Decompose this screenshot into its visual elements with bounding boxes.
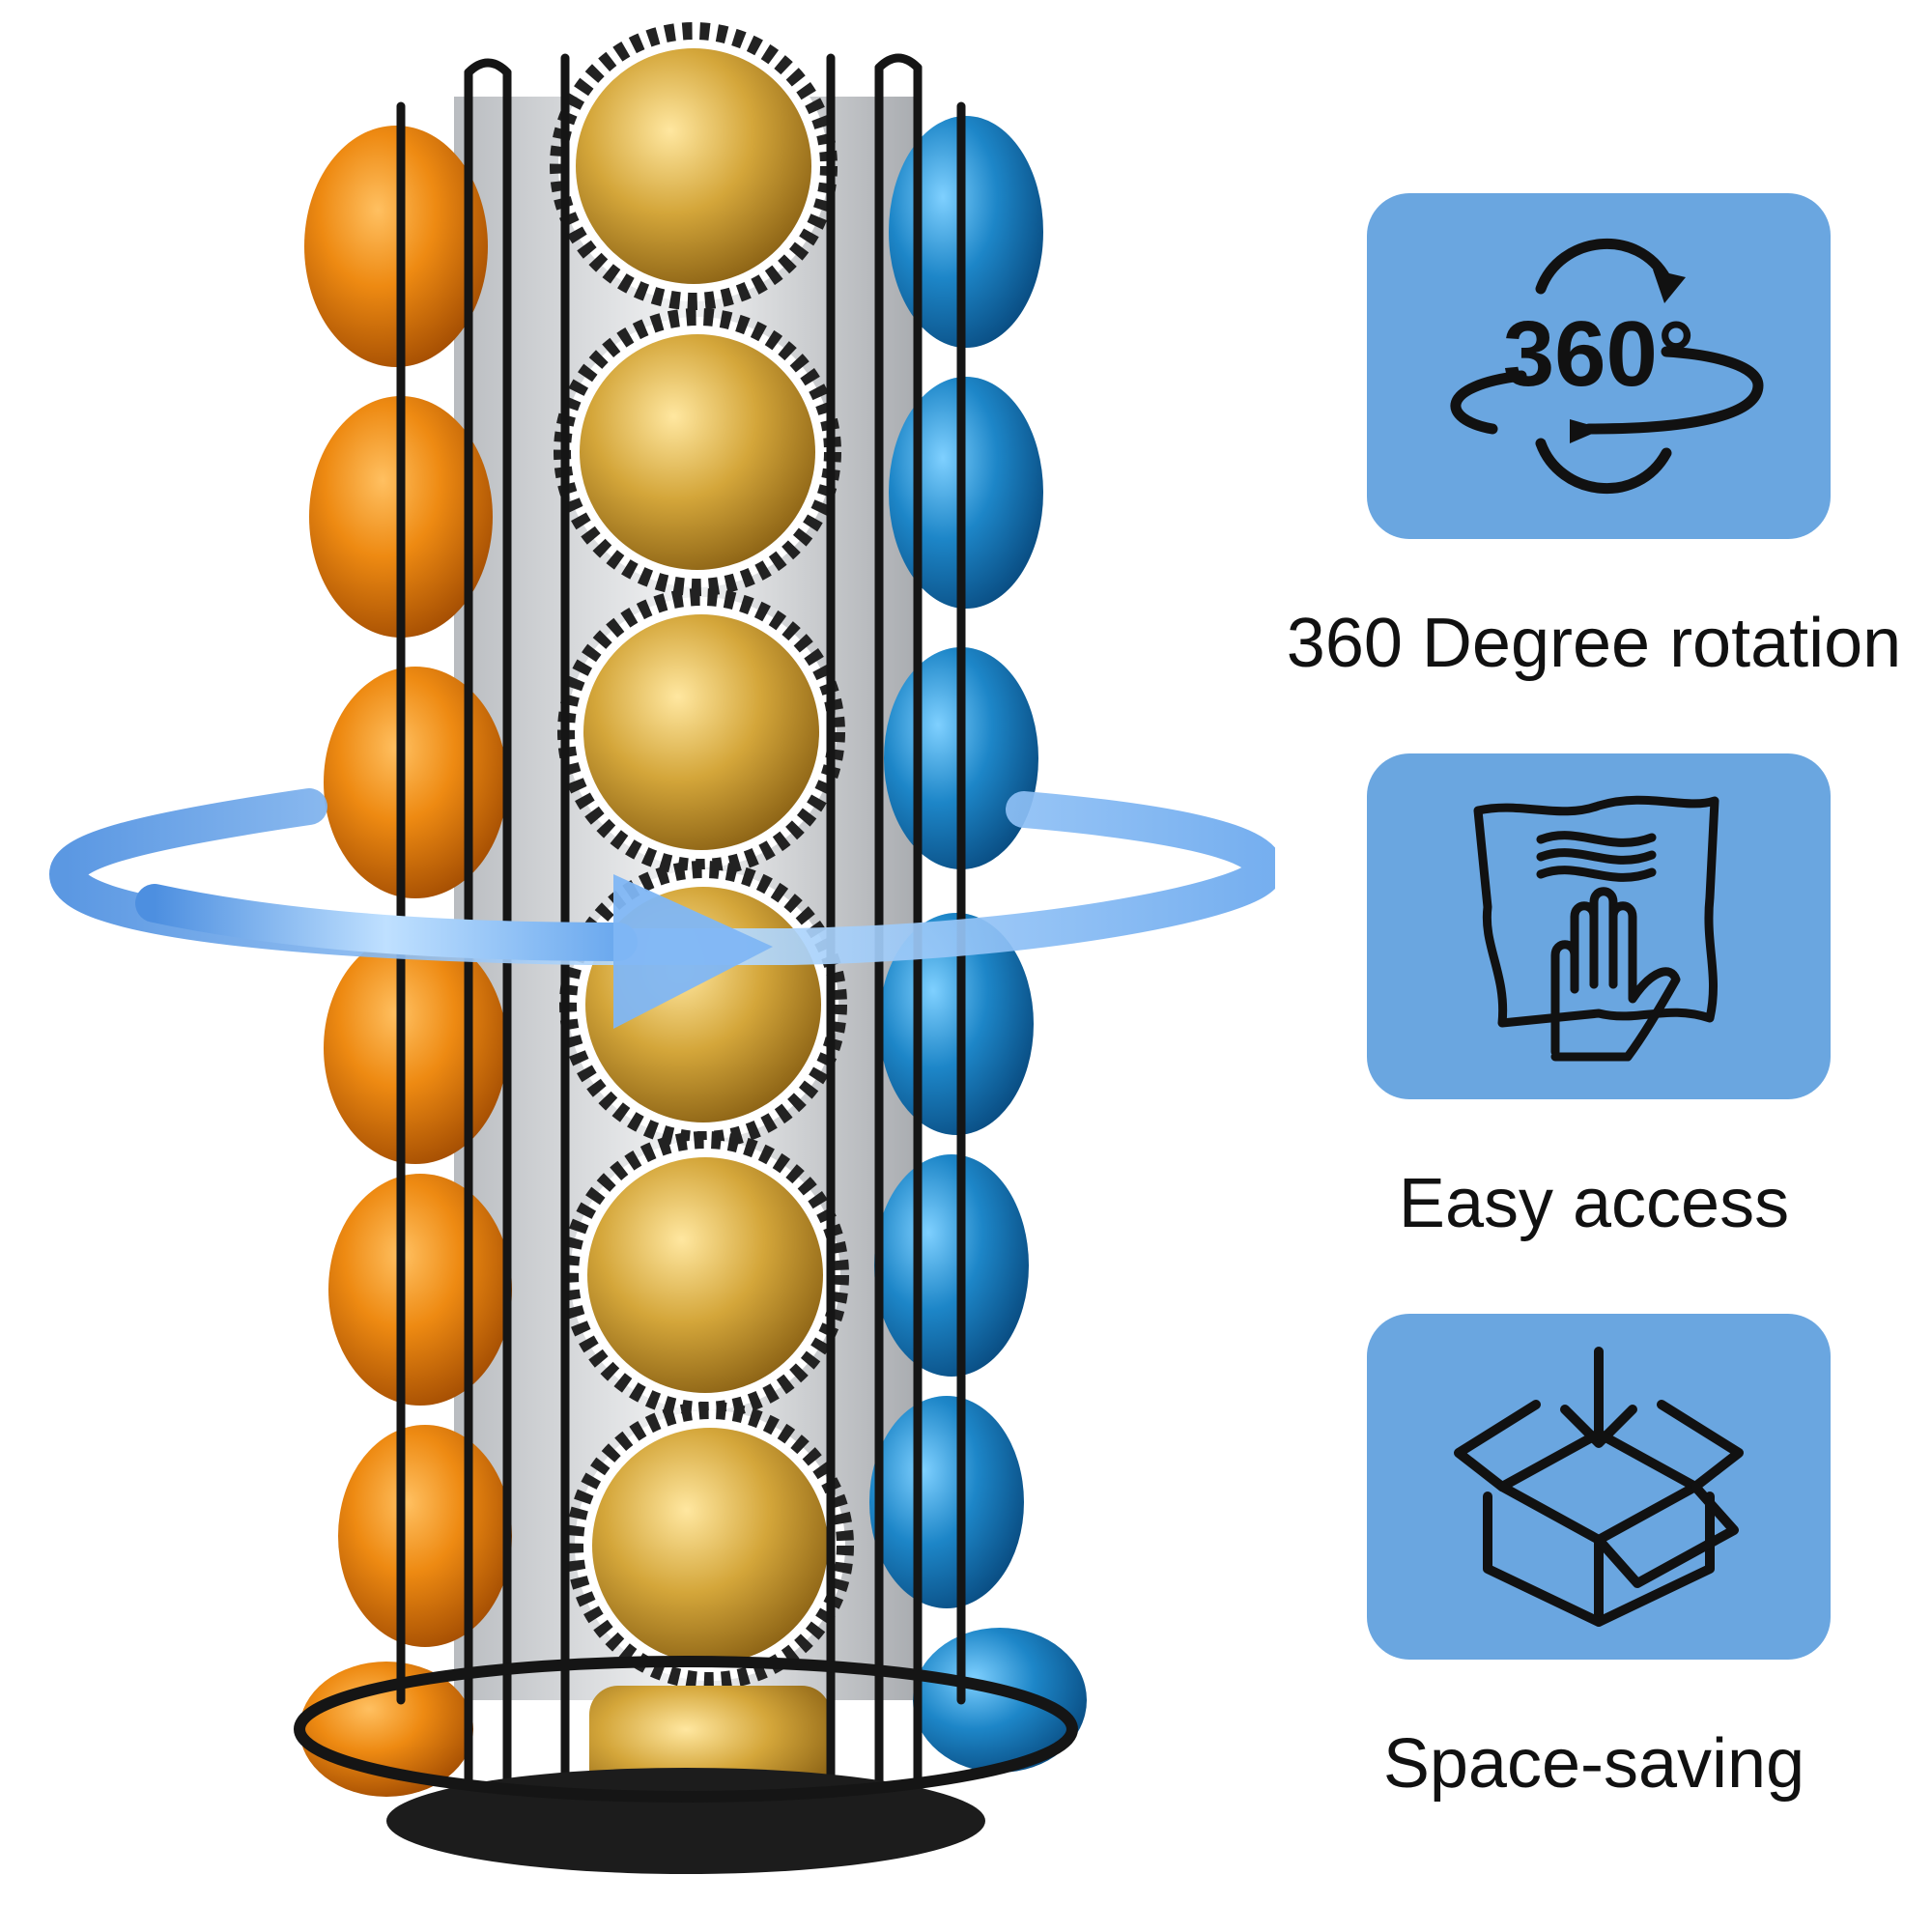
rotation-ring-front — [135, 884, 638, 961]
blue-capsule — [869, 1396, 1024, 1608]
orange-capsule — [324, 932, 507, 1164]
feature-card-rotation: 360° — [1367, 193, 1831, 539]
gold-capsule — [587, 1157, 823, 1393]
orange-capsule — [304, 126, 488, 367]
gold-capsule — [576, 48, 811, 284]
feature-label-space-saving: Space-saving — [1382, 1725, 1805, 1803]
base-ring — [294, 1656, 1078, 1803]
feature-label-easy-access: Easy access — [1398, 1165, 1790, 1242]
rotate-360-text: 360° — [1503, 302, 1695, 406]
box-down-icon — [1454, 1347, 1744, 1627]
hand-cloth-icon — [1473, 795, 1719, 1062]
gold-capsule — [583, 614, 819, 850]
rotation-arrow — [48, 788, 1275, 1029]
gold-capsule — [592, 1428, 828, 1663]
blue-capsule — [874, 1154, 1029, 1377]
orange-capsule — [328, 1174, 512, 1406]
gold-capsule — [580, 334, 815, 570]
orange-capsule — [324, 667, 507, 898]
capsule-tower-photo — [48, 22, 1275, 1874]
blue-capsule — [889, 377, 1043, 609]
blue-capsule — [889, 116, 1043, 348]
blue-capsule — [913, 1628, 1087, 1773]
feature-card-space-saving — [1367, 1314, 1831, 1660]
orange-capsule — [338, 1425, 512, 1647]
rotation-arrowhead — [613, 874, 773, 1029]
feature-card-easy-access — [1367, 753, 1831, 1099]
feature-label-rotation: 360 Degree rotation — [1286, 605, 1902, 682]
tower — [294, 22, 1087, 1874]
rotate-360-icon: 360° — [1450, 238, 1764, 495]
